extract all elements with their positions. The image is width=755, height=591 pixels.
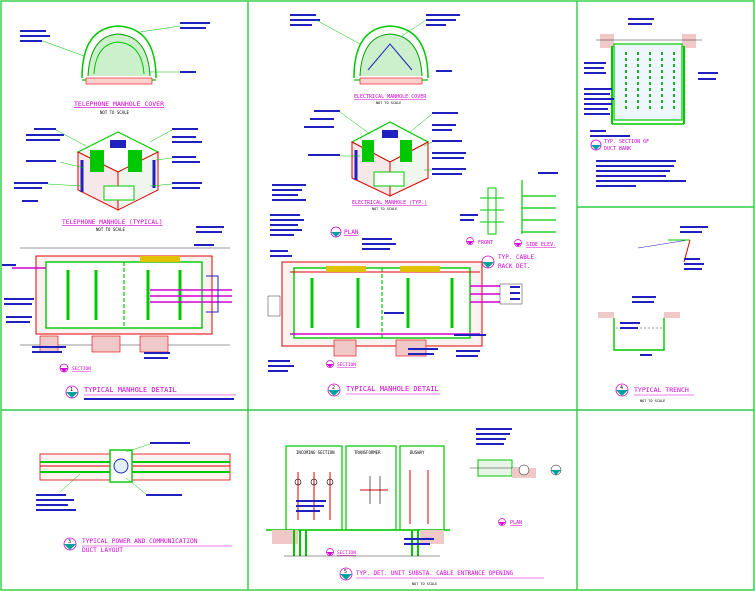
duct-layout-title-2: DUCT LAYOUT bbox=[82, 547, 123, 554]
manhole-detail-plan-1 bbox=[12, 247, 232, 353]
tel-manhole-title: TELEPHONE MANHOLE (TYPICAL) bbox=[62, 219, 163, 226]
tel-manhole-subtitle: NOT TO SCALE bbox=[96, 227, 125, 232]
substation-notes bbox=[296, 428, 512, 545]
typical-trench-title: TYPICAL TRENCH bbox=[634, 386, 689, 394]
section-marker-2 bbox=[326, 360, 334, 368]
duct-layout-leaders bbox=[59, 443, 151, 495]
substation-plan-marker bbox=[498, 518, 506, 526]
substation-plan-label: PLAN bbox=[510, 520, 522, 526]
tel-cover-notes bbox=[39, 25, 181, 73]
manhole-detail-2-notes bbox=[268, 286, 520, 372]
duct-bank-marker bbox=[590, 139, 602, 151]
electrical-manhole-iso-drawing bbox=[350, 121, 430, 197]
cable-rack-marker bbox=[481, 255, 495, 269]
tel-cover-title: TELEPHONE MANHOLE COVER bbox=[74, 100, 164, 108]
trench-notes bbox=[620, 226, 708, 356]
manhole-detail-1-notes bbox=[2, 226, 224, 359]
substation-plan-detail bbox=[470, 459, 562, 478]
incoming-section-label: INCOMING SECTION bbox=[296, 450, 335, 455]
tel-manhole-note-text bbox=[14, 128, 202, 202]
telephone-manhole-iso-drawing bbox=[76, 131, 160, 211]
duct-layout-drawing bbox=[39, 449, 231, 483]
manhole-detail-1-section: SECTION bbox=[72, 366, 91, 372]
manhole-detail-plan-2 bbox=[267, 261, 523, 357]
cable-rack-front bbox=[480, 187, 504, 235]
substation-drawing bbox=[266, 445, 450, 557]
manhole-detail-2-section: SECTION bbox=[337, 362, 356, 368]
typical-trench-drawing bbox=[598, 239, 691, 351]
substation-title: TYP. DET. UNIT SUBSTA. CABLE ENTRANCE OP… bbox=[356, 571, 514, 577]
substation-subtitle: NOT TO SCALE bbox=[412, 582, 437, 586]
duct-layout-title: TYPICAL POWER AND COMMUNICATION bbox=[82, 538, 198, 545]
elec-cover-note-text bbox=[290, 14, 460, 72]
plan-label: PLAN bbox=[344, 229, 359, 236]
substation-marker-number: 5 bbox=[344, 569, 347, 575]
duct-bank-notes bbox=[584, 18, 718, 137]
tel-manhole-leaders bbox=[47, 129, 173, 187]
plan-notes bbox=[270, 184, 396, 257]
tel-cover-subtitle: NOT TO SCALE bbox=[100, 110, 129, 115]
substation-section-label: SECTION bbox=[337, 550, 356, 556]
duct-layout-notes bbox=[36, 442, 190, 511]
front-marker bbox=[466, 237, 474, 245]
cable-rack-side bbox=[521, 180, 556, 234]
plan-marker bbox=[330, 226, 342, 238]
detail-bubble-2-number: 2 bbox=[332, 385, 335, 391]
busway-label: BUSWAY bbox=[410, 450, 425, 455]
elec-manhole-title: ELECTRICAL MANHOLE (TYP.) bbox=[352, 200, 427, 206]
elec-manhole-leaders bbox=[339, 111, 433, 171]
side-marker bbox=[514, 239, 522, 247]
telephone-manhole-cover-drawing bbox=[81, 25, 157, 85]
typical-trench-subtitle: NOT TO SCALE bbox=[640, 399, 665, 403]
section-marker-1 bbox=[59, 363, 69, 373]
duct-bank-title-2: DUCT BANK bbox=[604, 146, 631, 152]
cable-rack-title: TYP. CABLE bbox=[498, 254, 535, 261]
elec-cover-subtitle: NOT TO SCALE bbox=[376, 101, 401, 105]
elec-cover-leaders bbox=[315, 19, 427, 45]
tel-cover-note-text bbox=[20, 22, 210, 73]
electrical-manhole-cover-drawing bbox=[353, 25, 429, 85]
elec-manhole-note-text bbox=[304, 110, 466, 175]
front-label: FRONT bbox=[478, 240, 493, 246]
typical-manhole-detail-2-title: TYPICAL MANHOLE DETAIL bbox=[346, 385, 439, 393]
duct-layout-marker-number: 3 bbox=[68, 539, 71, 545]
duct-bank-section-drawing bbox=[596, 34, 702, 125]
trench-marker bbox=[615, 383, 629, 397]
transformer-label: TRANSFORMER bbox=[354, 450, 381, 455]
detail-bubble-1 bbox=[65, 385, 79, 399]
elec-manhole-subtitle: NOT TO SCALE bbox=[372, 207, 397, 211]
substation-section-marker bbox=[326, 548, 334, 556]
detail-bubble-2 bbox=[327, 383, 341, 397]
trench-marker-number: 4 bbox=[620, 385, 623, 391]
duct-layout-marker bbox=[63, 537, 77, 551]
typical-manhole-detail-title: TYPICAL MANHOLE DETAIL bbox=[84, 386, 177, 394]
duct-bank-footnotes bbox=[596, 160, 686, 187]
side-elev-label: SIDE ELEV. bbox=[526, 242, 556, 248]
elec-cover-title: ELECTRICAL MANHOLE COVER bbox=[354, 94, 427, 100]
cable-rack-notes bbox=[460, 172, 558, 221]
detail-bubble-1-number: 1 bbox=[70, 387, 73, 393]
duct-bank-title: TYP. SECTION OF bbox=[604, 139, 649, 145]
cable-rack-title-2: RACK DET. bbox=[498, 263, 531, 270]
substation-marker bbox=[339, 567, 353, 581]
